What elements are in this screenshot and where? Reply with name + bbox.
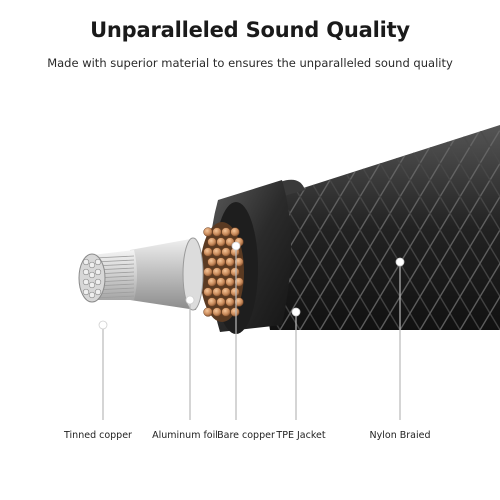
label-aluminum-foil: Aluminum foil [152, 430, 218, 441]
aluminum-foil-graphic [130, 237, 204, 311]
label-tinned-copper: Tinned copper [64, 430, 132, 441]
label-tpe-jacket: TPE Jacket [276, 430, 326, 441]
bare-copper-graphic [200, 222, 244, 322]
callout-dots [98, 241, 405, 330]
label-nylon-braied: Nylon Braied [369, 430, 431, 441]
label-bare-copper: Bare copper [217, 430, 275, 441]
page-subtitle: Made with superior material to ensures t… [47, 56, 453, 70]
page-title: Unparalleled Sound Quality [90, 18, 410, 42]
callout-lines [102, 246, 401, 420]
tinned-copper-graphic [78, 250, 137, 303]
